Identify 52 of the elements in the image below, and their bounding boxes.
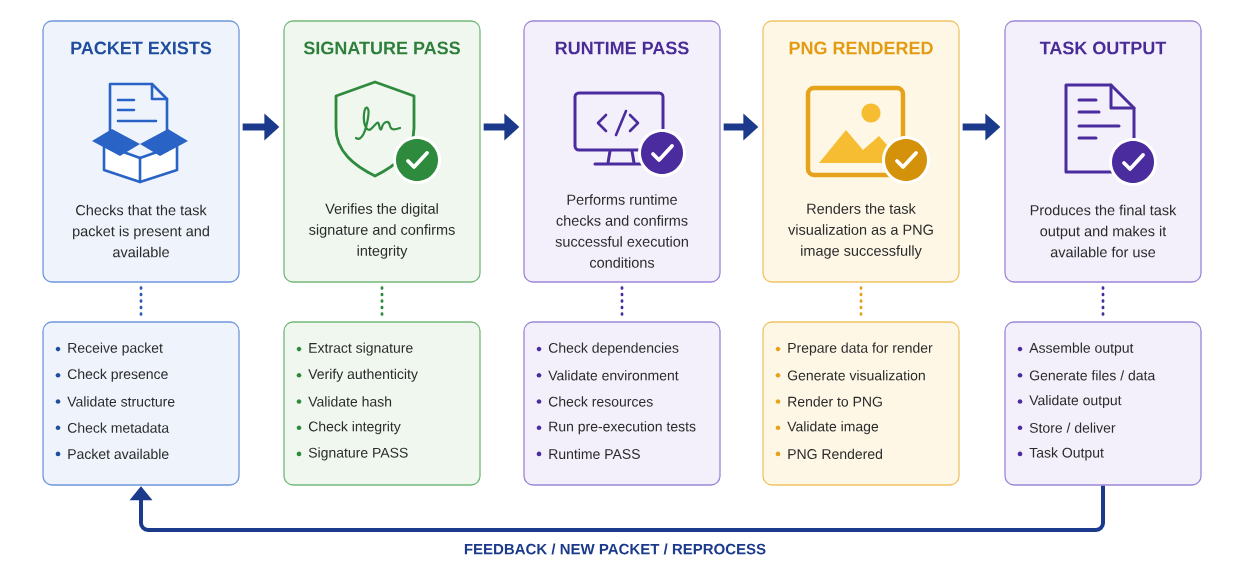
- list-item: Validate environment: [548, 370, 679, 381]
- list-item: Validate structure: [67, 396, 175, 407]
- card-title: TASK OUTPUT: [1039, 41, 1167, 55]
- dotted-connector: [139, 286, 143, 319]
- edge-label: FEEDBACK / NEW PACKET / REPROCESS: [461, 541, 769, 557]
- process-card: [42, 20, 240, 283]
- list-item: Extract signature: [309, 342, 413, 356]
- card-description: Performs runtime checks and confirms successful execution conditions: [555, 194, 688, 268]
- list-item: Validate image: [787, 421, 879, 435]
- card-title: RUNTIME PASS: [555, 41, 689, 55]
- list-item: Prepare data for render: [788, 342, 933, 356]
- list-item: Verify authenticity: [308, 368, 418, 382]
- list-item: Generate files / data: [1029, 370, 1156, 381]
- card-description: Renders the task visualization as a PNG image successfully: [788, 203, 933, 259]
- list-item: Packet available: [68, 448, 169, 460]
- card-description: Verifies the digital signature and confirms integrity: [309, 203, 455, 259]
- dotted-connector: [859, 286, 863, 319]
- dotted-connector: [380, 286, 384, 319]
- list-item: Validate hash: [308, 396, 392, 407]
- checklist-panel: [283, 321, 481, 486]
- card-title: PACKET EXISTS: [71, 41, 212, 55]
- card-title: PNG RENDERED: [789, 41, 933, 55]
- list-item: Check integrity: [308, 421, 401, 435]
- dotted-connector: [620, 286, 624, 319]
- list-item: Runtime PASS: [549, 448, 640, 460]
- process-card: [523, 20, 721, 283]
- list-item: Check metadata: [67, 422, 170, 433]
- list-item: Receive packet: [68, 342, 163, 356]
- card-title: SIGNATURE PASS: [303, 41, 460, 55]
- process-card: [762, 20, 960, 283]
- card-description: Checks that the task packet is present and available: [73, 204, 209, 258]
- process-card: [1004, 20, 1202, 283]
- list-item: Check resources: [548, 396, 653, 407]
- checklist-panel: [1004, 321, 1202, 486]
- list-item: Store / deliver: [1029, 422, 1116, 433]
- list-item: Task Output: [1029, 447, 1104, 461]
- list-item: Check dependencies: [548, 342, 679, 356]
- process-card: [283, 20, 481, 283]
- list-item: Run pre-execution tests: [549, 421, 696, 435]
- list-item: PNG Rendered: [788, 448, 882, 460]
- list-item: Signature PASS: [308, 447, 408, 461]
- feedback-arrow: [129, 485, 1105, 532]
- list-item: Assemble output: [1029, 342, 1134, 356]
- card-description: Produces the final task output and makes it available for use: [1030, 204, 1177, 258]
- checklist-panel: [762, 321, 960, 486]
- dotted-connector: [1101, 286, 1105, 319]
- checklist-panel: [523, 321, 721, 486]
- list-item: Render to PNG: [788, 396, 882, 407]
- list-item: Generate visualization: [787, 370, 925, 381]
- list-item: Validate output: [1029, 394, 1122, 408]
- checklist-panel: [42, 321, 240, 486]
- list-item: Check presence: [67, 368, 168, 382]
